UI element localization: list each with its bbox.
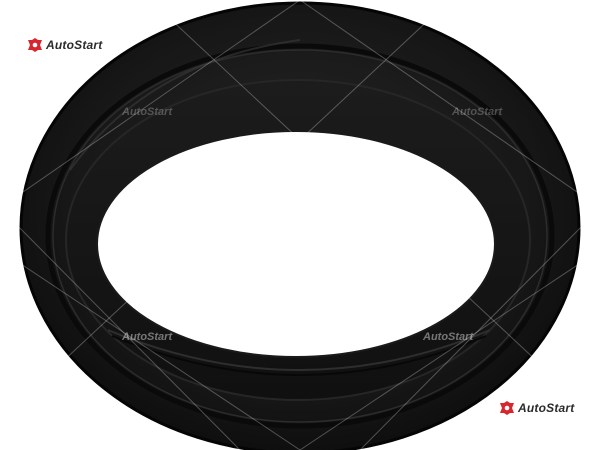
brand-logo-top-left: AutoStart [28,38,102,52]
brand-logo-text: AutoStart [518,401,575,415]
autostart-logo-icon [500,401,514,415]
brand-logo-bottom-right: AutoStart [500,401,574,415]
autostart-logo-icon [28,38,42,52]
seal-inner-edge [96,130,496,358]
seal-ring-body [19,1,581,450]
brand-logo-text: AutoStart [46,38,103,52]
